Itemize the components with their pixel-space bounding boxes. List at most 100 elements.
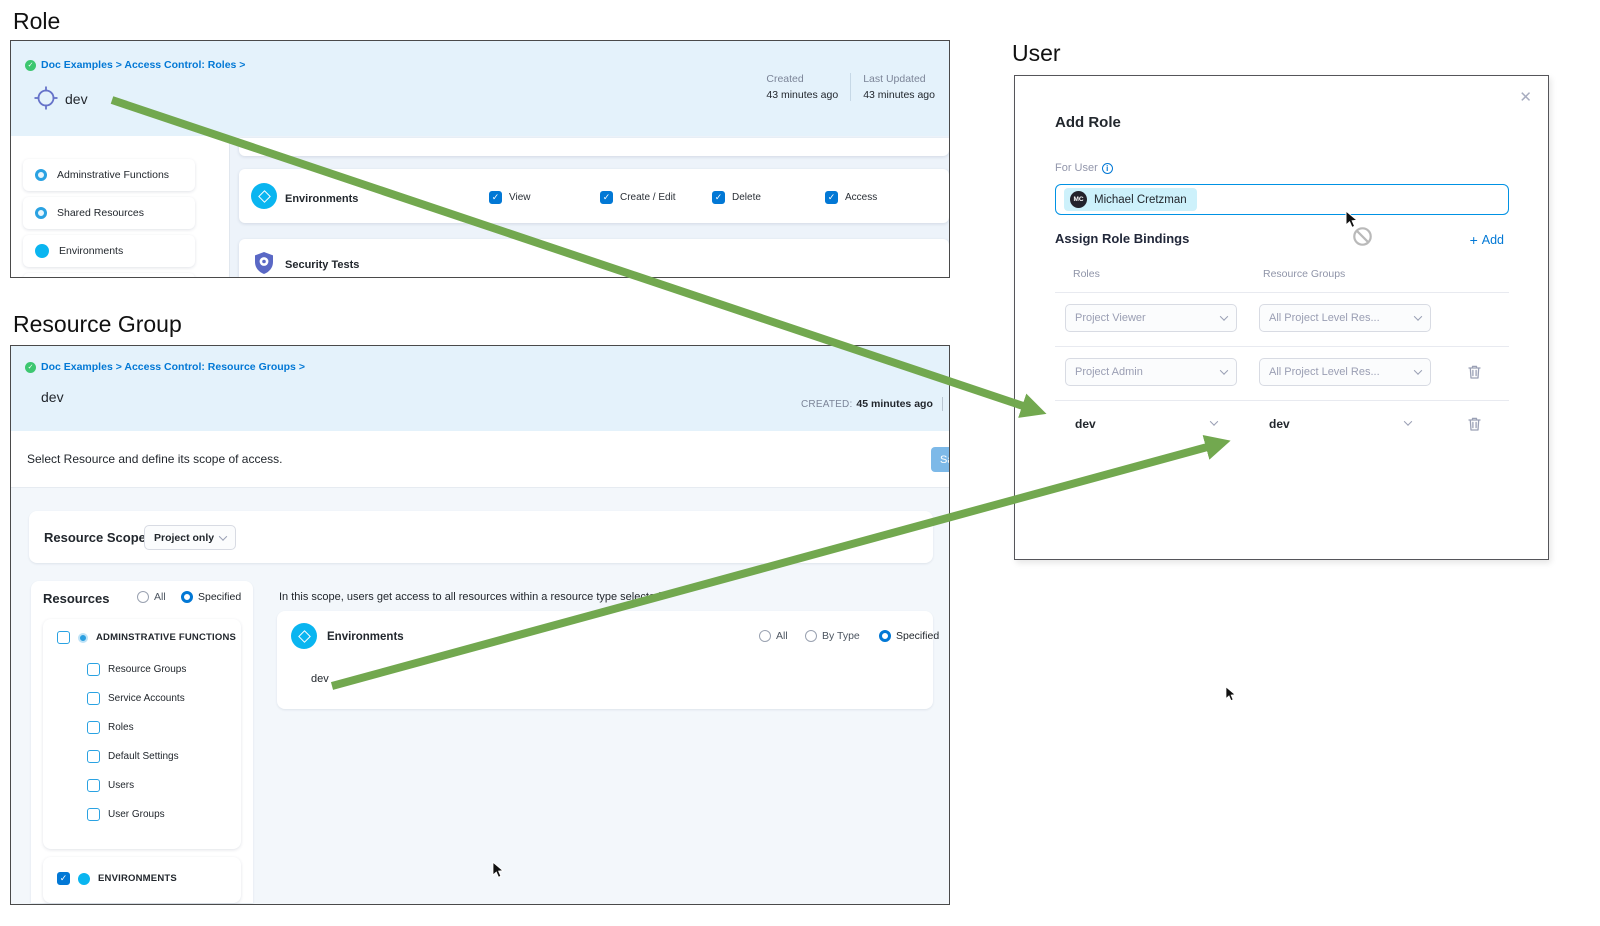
resource-group-dropdown-3[interactable]: dev	[1269, 412, 1290, 436]
tree-group-admin-functions[interactable]: ADMINSTRATIVE FUNCTIONS	[57, 631, 236, 644]
toolbar-strip: Select Resource and define its scope of …	[11, 431, 949, 488]
chevron-down-icon	[1219, 312, 1229, 321]
role-panel: ✓ Doc Examples > Access Control: Roles >…	[10, 40, 950, 278]
radio-icon[interactable]	[181, 591, 193, 603]
resource-scope-dropdown[interactable]: Project only	[144, 525, 236, 550]
role-dropdown-1[interactable]: Project Viewer	[1065, 304, 1237, 332]
tree-item-service-accounts[interactable]: Service Accounts	[87, 692, 185, 705]
environments-tree-card: ENVIRONMENTS	[43, 857, 241, 903]
sidebar-item-label: Environments	[59, 245, 124, 257]
tree-item-roles[interactable]: Roles	[87, 721, 134, 734]
user-chip[interactable]: MC Michael Cretzman	[1064, 188, 1197, 211]
permission-access[interactable]: Access	[825, 191, 877, 204]
save-button[interactable]: Save	[931, 447, 949, 472]
tree-item-default-settings[interactable]: Default Settings	[87, 750, 179, 763]
view-checkbox[interactable]	[489, 191, 502, 204]
role-dropdown-2[interactable]: Project Admin	[1065, 358, 1237, 386]
user-name: Michael Cretzman	[1094, 193, 1187, 206]
tree-group-label: ENVIRONMENTS	[98, 873, 177, 884]
permission-delete[interactable]: Delete	[712, 191, 761, 204]
mouse-cursor	[492, 861, 505, 878]
tree-item-label: Resource Groups	[108, 664, 187, 675]
column-header-resource-groups: Resource Groups	[1263, 268, 1346, 280]
sidebar-item-shared-resources[interactable]: Shared Resources	[23, 197, 195, 229]
resource-group-panel: ✓ Doc Examples > Access Control: Resourc…	[10, 345, 950, 905]
checkbox[interactable]	[87, 721, 100, 734]
add-binding-button[interactable]: + Add	[1470, 232, 1504, 248]
project-status-icon: ✓	[25, 59, 36, 71]
resource-group-header: ✓ Doc Examples > Access Control: Resourc…	[11, 346, 949, 431]
delete-checkbox[interactable]	[712, 191, 725, 204]
env-radio-by-type[interactable]: By Type	[805, 630, 860, 642]
tree-group-environments[interactable]: ENVIRONMENTS	[57, 872, 177, 885]
role-section-label: Role	[13, 8, 61, 34]
project-status-icon: ✓	[25, 361, 36, 373]
env-radio-specified[interactable]: Specified	[879, 630, 939, 642]
tree-item-label: User Groups	[108, 809, 165, 820]
tree-item-resource-groups[interactable]: Resource Groups	[87, 663, 186, 676]
chevron-down-icon[interactable]	[1209, 417, 1219, 426]
scope-description: Select Resource and define its scope of …	[27, 452, 283, 466]
tree-item-label: Roles	[108, 722, 134, 733]
environments-icon	[35, 244, 49, 258]
radio-label: By Type	[822, 630, 860, 642]
mouse-cursor	[1345, 210, 1359, 229]
checkbox[interactable]	[87, 779, 100, 792]
resources-radio-specified[interactable]: Specified	[181, 591, 241, 603]
breadcrumb[interactable]: Doc Examples > Access Control: Roles >	[41, 59, 246, 71]
tree-item-user-groups[interactable]: User Groups	[87, 808, 165, 821]
permission-resource-label: Security Tests	[285, 259, 360, 271]
radio-icon[interactable]	[759, 630, 771, 642]
delete-binding-icon[interactable]	[1467, 416, 1482, 432]
admin-functions-tree-card: ADMINSTRATIVE FUNCTIONS Resource Groups …	[43, 619, 241, 849]
environments-checkbox[interactable]	[57, 872, 70, 885]
environments-scope-card: Environments All By Type Specified dev	[277, 611, 939, 709]
tree-item-label: Users	[108, 780, 135, 791]
chevron-down-icon	[1413, 366, 1423, 375]
checkbox[interactable]	[87, 663, 100, 676]
chevron-down-icon	[1413, 312, 1423, 321]
checkbox[interactable]	[87, 808, 100, 821]
environments-icon	[251, 183, 277, 209]
access-checkbox[interactable]	[825, 191, 838, 204]
dialog-title: Add Role	[1055, 114, 1121, 131]
role-dropdown-3[interactable]: dev	[1075, 412, 1096, 436]
env-radio-all[interactable]: All	[759, 630, 788, 642]
radio-icon[interactable]	[805, 630, 817, 642]
radio-label: Specified	[198, 591, 242, 603]
user-select-input[interactable]: MC Michael Cretzman	[1055, 184, 1509, 215]
plus-icon: +	[1469, 232, 1478, 248]
resource-scope-label: Resource Scope	[44, 530, 146, 545]
checkbox[interactable]	[87, 750, 100, 763]
sidebar-item-administrative-functions[interactable]: Adminstrative Functions	[23, 159, 195, 191]
permission-view[interactable]: View	[489, 191, 531, 204]
assign-role-bindings-label: Assign Role Bindings	[1055, 231, 1190, 246]
radio-icon[interactable]	[137, 591, 149, 603]
close-icon[interactable]: ✕	[1519, 89, 1532, 106]
permission-label: Create / Edit	[620, 192, 676, 203]
delete-binding-icon[interactable]	[1467, 364, 1482, 380]
resource-group-dropdown-1[interactable]: All Project Level Res...	[1259, 304, 1431, 332]
permission-create-edit[interactable]: Create / Edit	[600, 191, 676, 204]
checkbox[interactable]	[87, 692, 100, 705]
info-icon[interactable]: i	[1101, 162, 1113, 174]
sidebar-item-environments[interactable]: Environments	[23, 235, 195, 267]
create-edit-checkbox[interactable]	[600, 191, 613, 204]
permissions-row-environments: Environments View Create / Edit Delete A…	[239, 169, 949, 223]
resource-group-dropdown-2[interactable]: All Project Level Res...	[1259, 358, 1431, 386]
dropdown-value: Project Viewer	[1075, 312, 1146, 324]
breadcrumb[interactable]: Doc Examples > Access Control: Resource …	[41, 361, 305, 373]
environments-scope-label: Environments	[327, 631, 404, 643]
dropdown-value: dev	[1269, 417, 1290, 431]
tree-item-users[interactable]: Users	[87, 779, 134, 792]
shared-resources-icon	[35, 207, 47, 219]
avatar: MC	[1070, 191, 1087, 208]
radio-label: All	[776, 630, 788, 642]
admin-functions-checkbox[interactable]	[57, 631, 70, 644]
security-tests-shield-icon	[255, 252, 273, 274]
radio-icon[interactable]	[879, 630, 891, 642]
chevron-down-icon[interactable]	[1403, 417, 1413, 426]
resources-radio-all[interactable]: All	[137, 591, 166, 603]
permission-label: Access	[845, 192, 878, 203]
admin-functions-icon	[78, 632, 88, 643]
